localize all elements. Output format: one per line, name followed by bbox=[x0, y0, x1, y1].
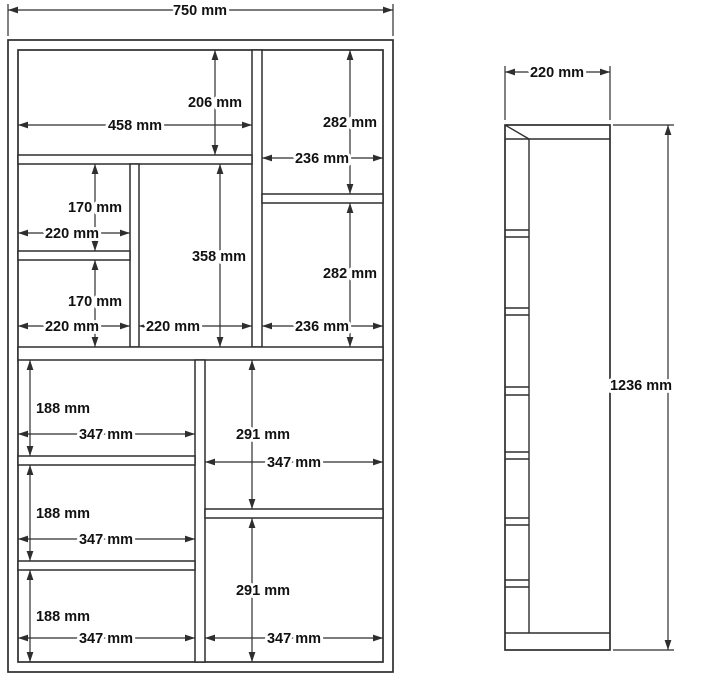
dim-label-top-left-height: 206 mm bbox=[188, 95, 242, 111]
dim-mid-left-upper-height: 170 mm bbox=[65, 164, 125, 251]
dim-label-top-right-width: 236 mm bbox=[295, 151, 349, 167]
front-cabinet-outline bbox=[7, 39, 394, 673]
dim-label-bottom-left-2-height: 188 mm bbox=[36, 506, 90, 522]
dim-label-mid-left-lower-width: 220 mm bbox=[45, 319, 99, 335]
dim-bottom-right-1-height: 291 mm bbox=[233, 360, 293, 509]
dim-label-center-width: 220 mm bbox=[146, 319, 200, 335]
dim-label-mid-right-width: 236 mm bbox=[295, 319, 349, 335]
side-panel-outline bbox=[504, 124, 611, 651]
dim-label-bottom-left-3-width: 347 mm bbox=[79, 631, 133, 647]
dim-mid-right-width: 236 mm bbox=[262, 316, 383, 338]
dim-bottom-left-2-width: 347 mm bbox=[18, 529, 195, 551]
dim-label-mid-left-lower-height: 170 mm bbox=[68, 294, 122, 310]
dim-label-bottom-left-1-width: 347 mm bbox=[79, 427, 133, 443]
dim-label-bottom-left-1-height: 188 mm bbox=[36, 401, 90, 417]
dim-center-height: 358 mm bbox=[189, 164, 249, 347]
dim-label-bottom-left-2-width: 347 mm bbox=[79, 532, 133, 548]
dim-label-side-height: 1236 mm bbox=[610, 378, 672, 394]
dim-mid-left-lower-width: 220 mm bbox=[18, 316, 130, 338]
dim-label-overall-width: 750 mm bbox=[173, 3, 227, 19]
dim-label-bottom-right-2-width: 347 mm bbox=[267, 631, 321, 647]
dim-label-top-left-width: 458 mm bbox=[108, 118, 162, 134]
dim-side-depth: 220 mm bbox=[504, 62, 611, 120]
dim-label-bottom-left-3-height: 188 mm bbox=[36, 609, 90, 625]
dim-mid-right-height: 282 mm bbox=[320, 203, 380, 347]
dim-side-height: 1236 mm bbox=[607, 124, 675, 651]
dim-top-right-height: 282 mm bbox=[320, 50, 380, 194]
side-view: 220 mm 1236 mm bbox=[504, 62, 675, 651]
dim-label-top-right-height: 282 mm bbox=[323, 115, 377, 131]
dim-label-mid-left-upper-width: 220 mm bbox=[45, 226, 99, 242]
dim-label-bottom-right-2-height: 291 mm bbox=[236, 583, 290, 599]
dim-bottom-left-1-width: 347 mm bbox=[18, 424, 195, 446]
dim-mid-left-upper-width: 220 mm bbox=[18, 223, 130, 245]
dim-label-bottom-right-1-height: 291 mm bbox=[236, 427, 290, 443]
dim-bottom-left-3-width: 347 mm bbox=[18, 628, 195, 650]
dim-label-bottom-right-1-width: 347 mm bbox=[267, 455, 321, 471]
dim-label-center-height: 358 mm bbox=[192, 249, 246, 265]
dim-center-width: 220 mm bbox=[139, 316, 252, 338]
dim-label-side-depth: 220 mm bbox=[530, 65, 584, 81]
dim-top-left-width: 458 mm bbox=[18, 115, 252, 137]
dim-bottom-left-2-height: 188 mm bbox=[26, 465, 93, 561]
dim-bottom-right-2-width: 347 mm bbox=[205, 628, 383, 650]
dim-label-mid-left-upper-height: 170 mm bbox=[68, 200, 122, 216]
dim-label-mid-right-height: 282 mm bbox=[323, 266, 377, 282]
dim-bottom-left-3-height: 188 mm bbox=[26, 570, 93, 662]
dim-overall-width: 750 mm bbox=[7, 0, 394, 36]
dim-bottom-left-1-height: 188 mm bbox=[26, 360, 93, 456]
dim-top-right-width: 236 mm bbox=[262, 148, 383, 170]
dim-mid-left-lower-height: 170 mm bbox=[65, 260, 125, 347]
dim-top-left-height: 206 mm bbox=[185, 50, 245, 155]
dim-bottom-right-1-width: 347 mm bbox=[205, 452, 383, 474]
front-view: 750 mm 206 mm 458 mm 282 mm 236 mm 170 m… bbox=[7, 0, 394, 673]
